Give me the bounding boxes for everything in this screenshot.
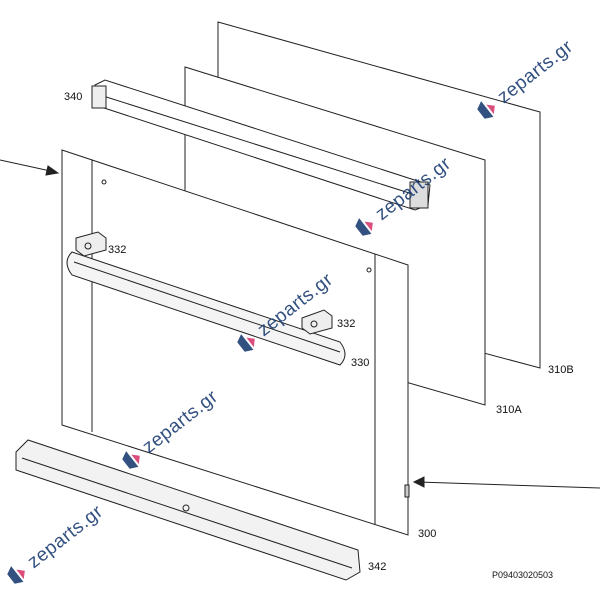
handle-330 [66, 251, 346, 366]
part-label-310b: 310B [548, 364, 574, 376]
zeparts-logo-icon [351, 212, 380, 242]
part-label-310a: 310A [496, 404, 522, 416]
watermark: zeparts.gr [473, 36, 578, 124]
zeparts-logo-icon [233, 328, 262, 358]
watermark: zeparts.gr [3, 501, 108, 589]
zeparts-logo-icon [473, 95, 502, 125]
top-trim-340 [91, 79, 431, 211]
watermark: zeparts.gr [351, 153, 456, 241]
part-label-300: 300 [418, 528, 437, 540]
zeparts-logo-icon [118, 445, 147, 475]
watermark: zeparts.gr [233, 269, 338, 357]
clip-332-right [301, 309, 333, 335]
drawing-number: P09403020503 [492, 570, 554, 580]
part-label-330: 330 [351, 357, 370, 369]
bottom-trim-342 [15, 439, 361, 581]
arrow-right [412, 476, 600, 489]
part-label-342: 342 [368, 561, 387, 573]
part-label-340: 340 [64, 91, 83, 103]
front-door-300 [61, 149, 410, 536]
zeparts-logo-icon [3, 560, 32, 590]
part-label-332-left: 332 [108, 244, 127, 256]
arrow-left [0, 159, 60, 176]
clip-332-left [75, 231, 107, 257]
part-label-332-right: 332 [337, 318, 356, 330]
watermark: zeparts.gr [118, 386, 223, 474]
